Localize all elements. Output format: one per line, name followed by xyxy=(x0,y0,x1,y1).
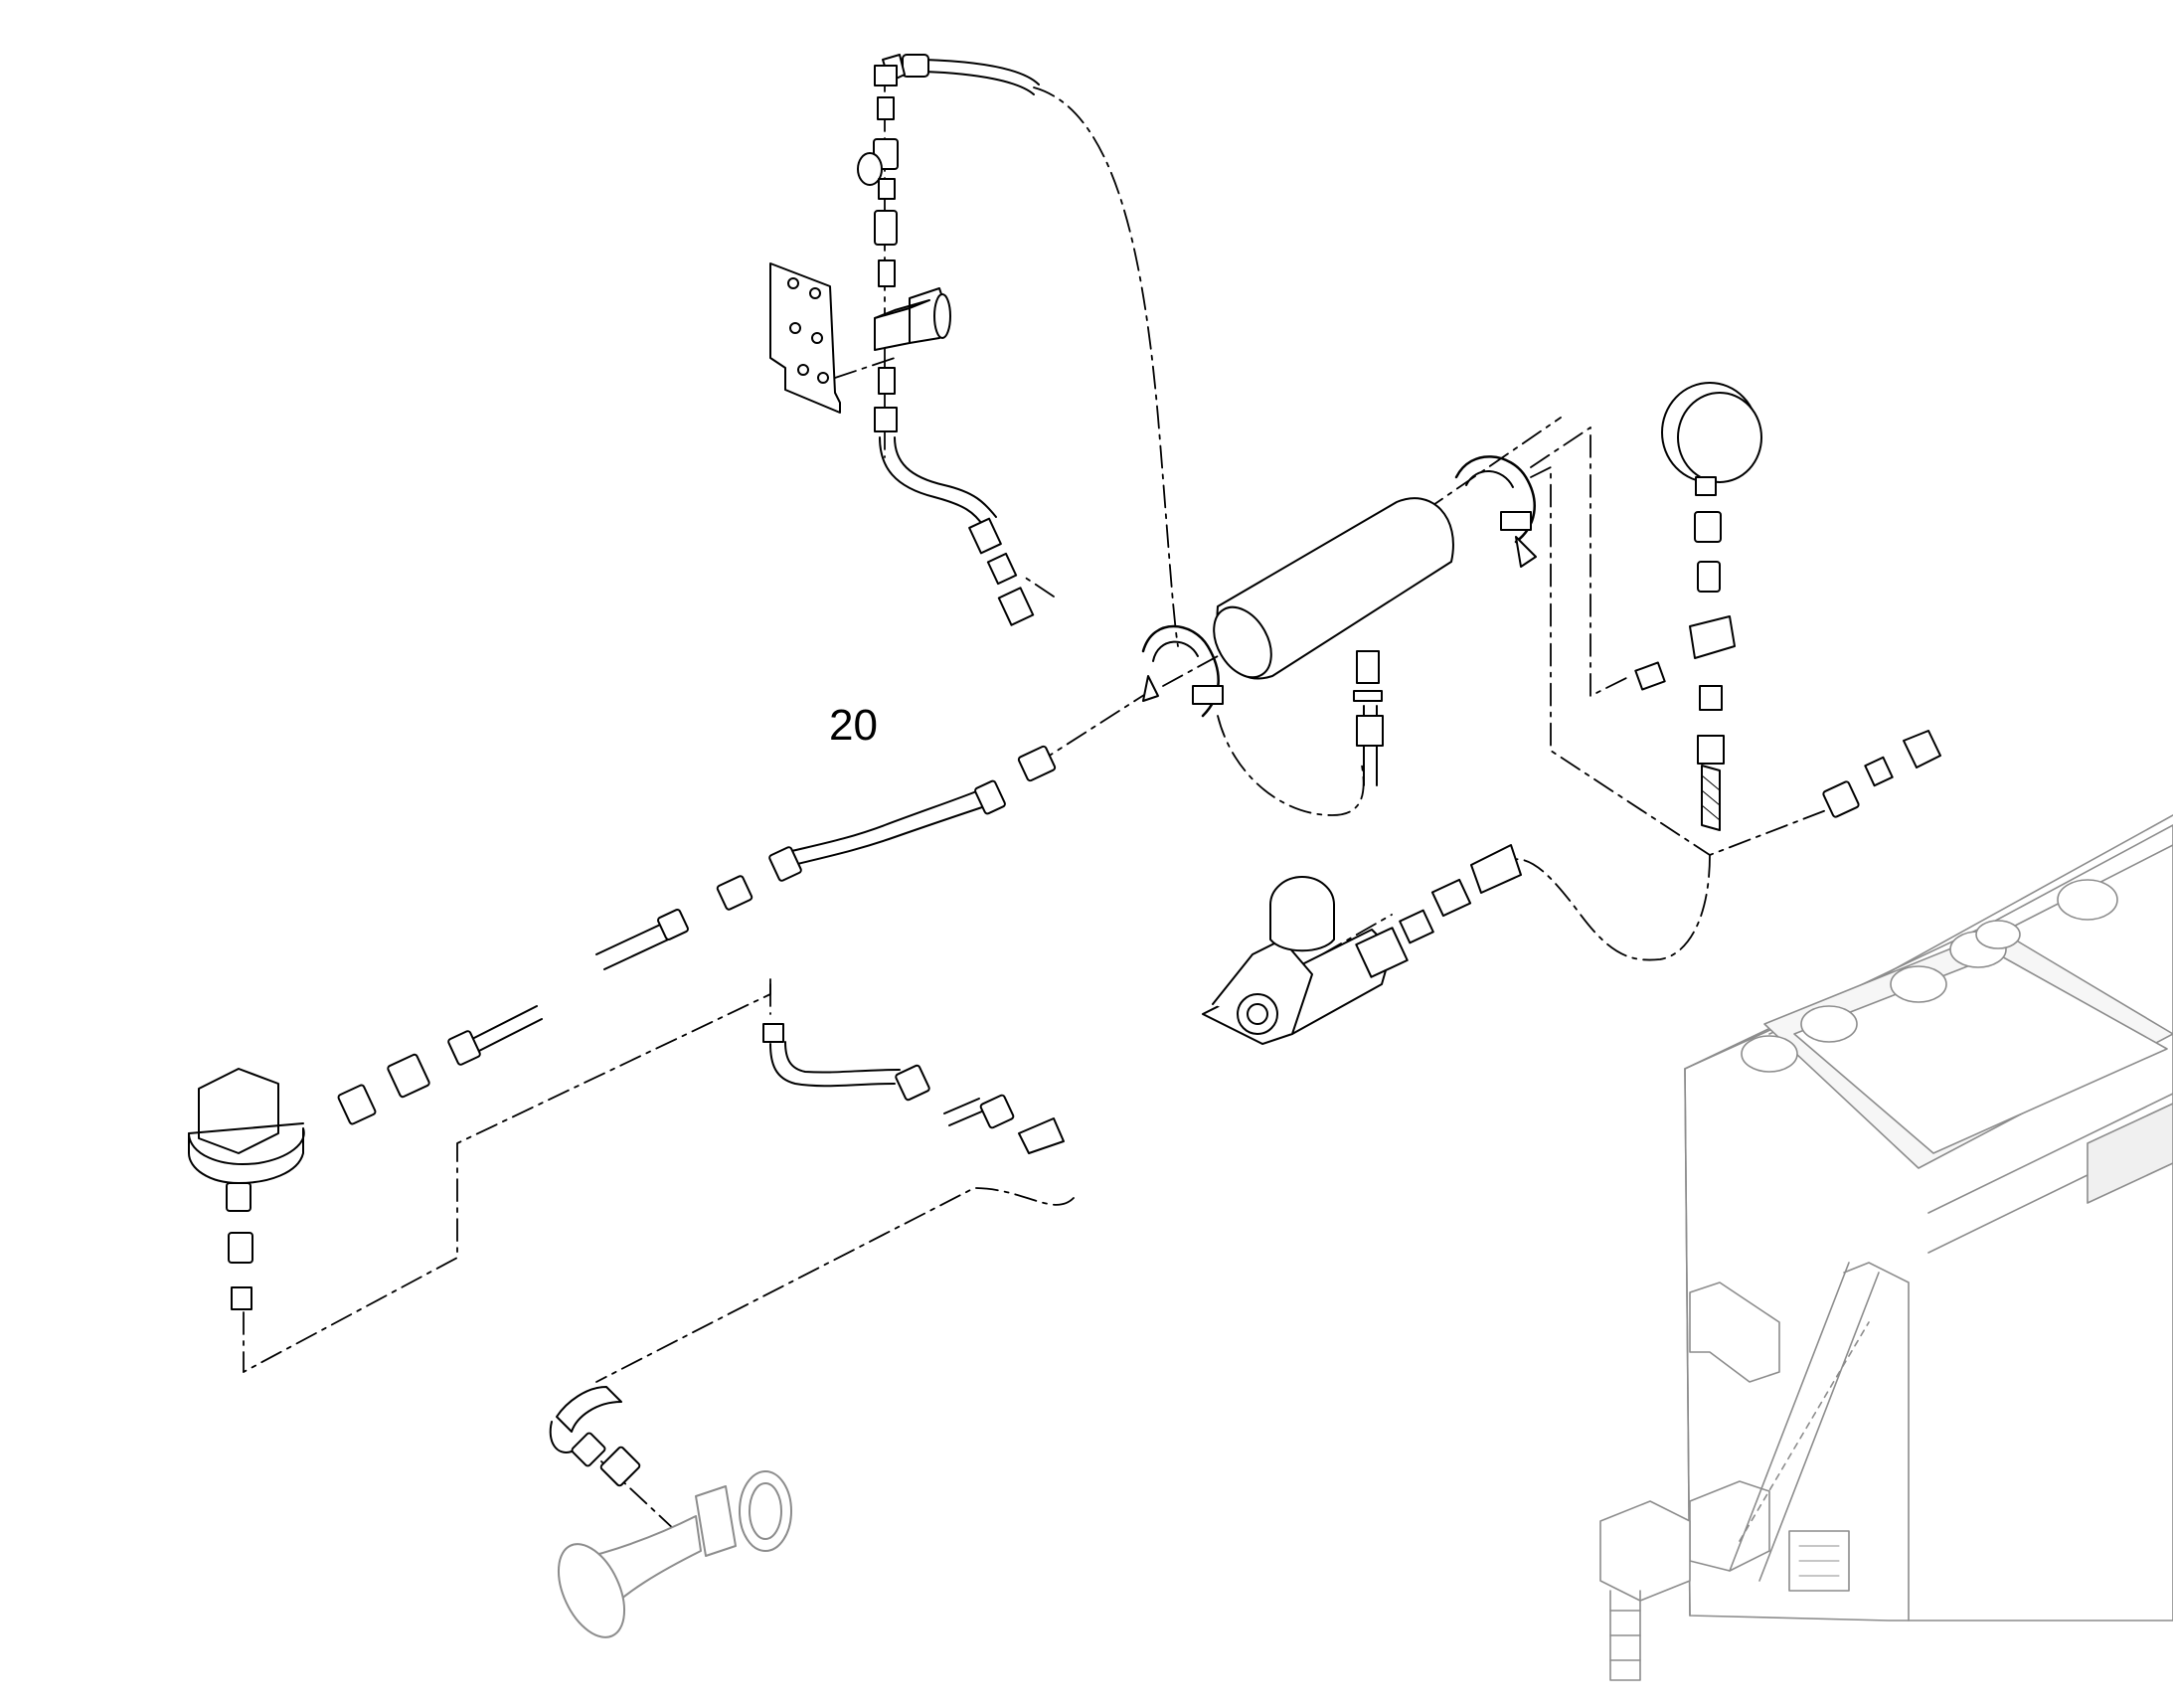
main-line xyxy=(337,745,1057,1125)
air-horn xyxy=(557,1470,792,1638)
air-reservoir-tank xyxy=(1213,497,1454,786)
horn-hose xyxy=(549,1023,1065,1487)
pressure-gauge xyxy=(1661,382,1762,593)
engine-module xyxy=(1599,814,2173,1681)
tank-clamp-right xyxy=(1454,455,1537,568)
callout-number: 20 xyxy=(829,701,878,750)
fuel-line-hose-assembly xyxy=(857,54,1040,626)
solenoid-valve xyxy=(874,287,951,351)
pressure-regulator xyxy=(188,1068,305,1310)
compressor-unit xyxy=(1202,844,1522,1045)
dashed-connection-lines xyxy=(243,69,1840,1532)
right-fittings xyxy=(1822,730,1941,818)
tee-fitting xyxy=(1634,615,1736,831)
tank-clamp-left xyxy=(1141,624,1224,718)
mounting-bracket xyxy=(769,262,841,414)
